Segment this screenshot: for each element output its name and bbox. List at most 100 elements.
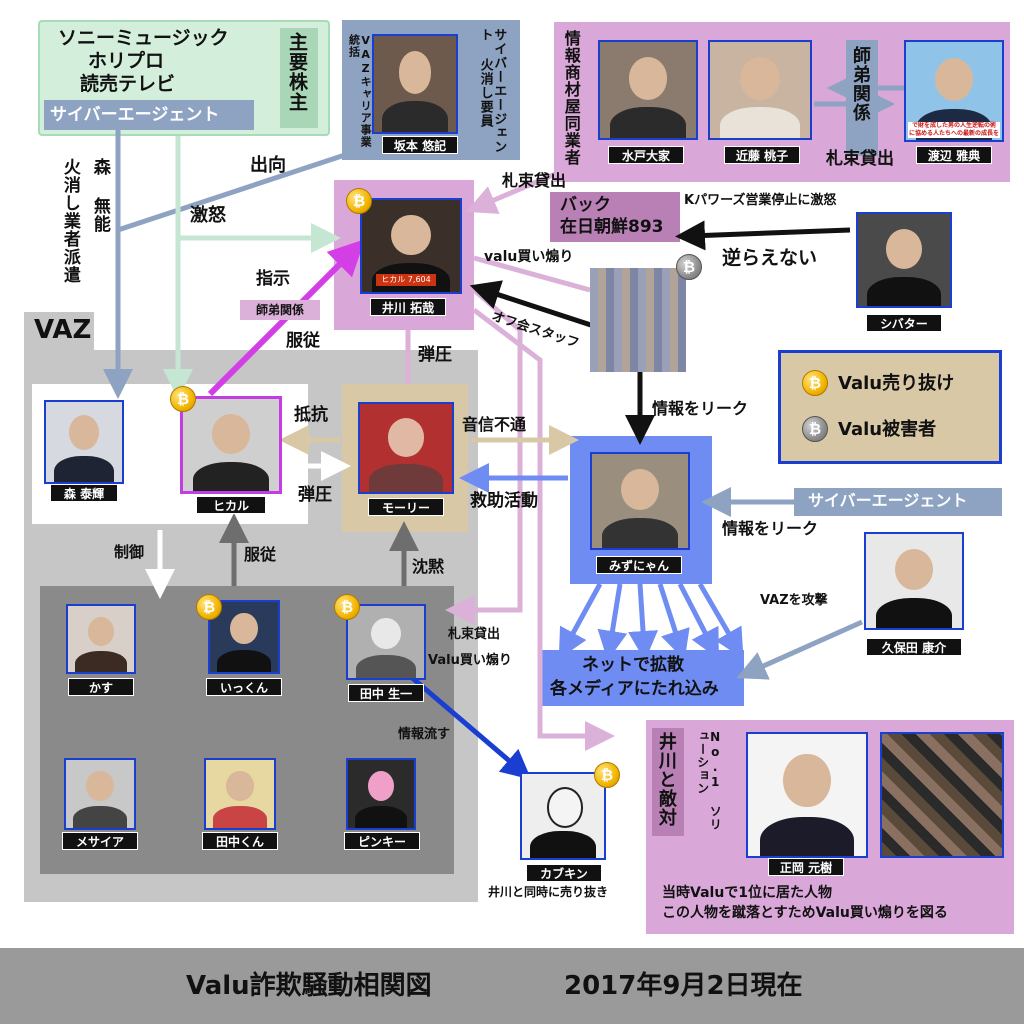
rel-chinmoku: 沈黙 <box>412 557 445 576</box>
shareholder-sony: ソニーミュージック <box>58 27 229 49</box>
ikawa-plate: ヒカル 7,604 <box>376 274 436 286</box>
kubota-photo <box>864 532 964 630</box>
messiah-name: メサイア <box>62 832 138 850</box>
masaoka-photo <box>746 732 868 858</box>
kabukin-photo <box>520 772 606 860</box>
rel-shitei-kankei: 師弟関係 <box>240 300 320 320</box>
sakamoto-role1: サイバーエージェント 火消し要員 <box>477 28 507 154</box>
back-box <box>550 192 680 242</box>
rel-satsutaba-1: 札束貸出 <box>502 171 567 190</box>
rel-kyujo: 救助活動 <box>470 491 538 511</box>
sakamoto-name: 坂本 悠記 <box>382 136 458 154</box>
rel-gekido: 激怒 <box>190 205 226 226</box>
mory-name: モーリー <box>368 498 444 516</box>
title-bar <box>0 948 1024 1024</box>
bitcoin-icon: ₿ <box>594 762 620 788</box>
hikaru-name: ヒカル <box>196 496 266 514</box>
rel-sakaraenai: 逆らえない <box>722 247 818 269</box>
mory-photo <box>358 402 454 494</box>
bitcoin-icon: ₿ <box>802 370 828 396</box>
mizunyan-name: みずにゃん <box>596 556 682 574</box>
enemy-note2: この人物を蹴落とすためValu買い煽りを図る <box>662 905 948 921</box>
bitcoin-icon: ₿ <box>802 416 828 442</box>
kasu-name: かす <box>68 678 134 696</box>
back-line2: 在日朝鮮893 <box>560 217 664 237</box>
shareholder-horipro: ホリプロ <box>88 50 165 72</box>
page-title: Valu詐欺騒動相関図 <box>186 971 432 1001</box>
kabukin-name: カブキン <box>526 864 602 882</box>
info-group-label: 情報商材屋同業者 <box>561 30 581 166</box>
rel-kpowers: Kパワーズ営業停止に激怒 <box>684 193 837 208</box>
tanakakun-name: 田中くん <box>202 832 278 850</box>
rel-info-nagasu: 情報流す <box>398 727 451 742</box>
bitcoin-icon: ₿ <box>170 386 196 412</box>
kondo-photo <box>708 40 812 140</box>
kondo-name: 近藤 桃子 <box>724 146 800 164</box>
crowd-photo <box>880 732 1004 858</box>
rel-dan-atsu-1: 弾圧 <box>418 345 452 365</box>
tanaka-seiichi-photo <box>346 604 426 680</box>
rel-vaz-attack: VAZを攻撃 <box>760 593 828 608</box>
rel-mori-muno: 森 無能 <box>89 158 110 233</box>
legend-seller: Valu売り抜け <box>838 373 955 394</box>
rel-shiji: 指示 <box>256 269 290 289</box>
rel-satsutaba-3: 札束貸出 <box>448 627 501 642</box>
rel-leak-2: 情報をリーク <box>722 519 819 538</box>
watanabe-name: 渡辺 雅典 <box>916 146 992 164</box>
mori-taiki-name: 森 泰輝 <box>50 484 118 502</box>
kubota-name: 久保田 康介 <box>866 638 962 656</box>
back-line1: バック <box>560 195 611 215</box>
ca-right-label: サイバーエージェント <box>808 491 968 510</box>
enemy-no1: No.1 ソリューション <box>695 730 723 831</box>
legend-victim: Valu被害者 <box>838 419 937 440</box>
ikkun-name: いっくん <box>206 678 282 696</box>
watanabe-caption: で財を成した男の人生逆転の術 に協める人たちへの最新の成長を <box>908 122 1000 138</box>
mito-name: 水戸大家 <box>608 146 684 164</box>
tanakakun-photo <box>204 758 276 830</box>
mori-taiki-photo <box>44 400 124 484</box>
mito-photo <box>598 40 698 140</box>
mizunyan-photo <box>590 452 690 550</box>
enemy-note1: 当時Valuで1位に居た人物 <box>662 885 833 901</box>
ca-left-label: サイバーエージェント <box>50 105 220 125</box>
bitcoin-icon: ₿ <box>676 254 702 280</box>
rel-valu-kaiaori: valu買い煽り <box>484 249 574 265</box>
sakamoto-role2: VAZキャリア事業統括 <box>347 34 373 148</box>
bitcoin-icon: ₿ <box>334 594 360 620</box>
rel-fukuju-1: 服従 <box>286 331 320 351</box>
bitcoin-icon: ₿ <box>196 594 222 620</box>
ikawa-name: 井川 拓哉 <box>370 298 446 316</box>
spread-line2: 各メディアにたれ込み <box>550 679 719 699</box>
ikawa-photo: ヒカル 7,604 <box>360 198 462 294</box>
shareholders-label-box <box>280 28 318 128</box>
watanabe-photo: で財を成した男の人生逆転の術 に協める人たちへの最新の成長を <box>904 40 1004 142</box>
vaz-label-box <box>24 312 94 352</box>
page-date: 2017年9月2日現在 <box>564 971 803 1001</box>
pinky-name: ピンキー <box>344 832 420 850</box>
enemy-label: 井川と敵対 <box>655 732 677 827</box>
legend-box <box>778 350 1002 464</box>
shibata-name: シバター <box>866 314 942 332</box>
rel-hikeshi-haken: 火消し業者派遣 <box>59 158 80 284</box>
rel-fukuju-2: 服従 <box>244 545 277 564</box>
shibata-photo <box>856 212 952 308</box>
shareholder-ytv: 読売テレビ <box>80 73 176 95</box>
tanaka-seiichi-name: 田中 生一 <box>348 684 424 702</box>
masaoka-name: 正岡 元樹 <box>768 858 844 876</box>
spread-line1: ネットで拡散 <box>582 655 684 675</box>
ca-left-bar <box>44 100 254 130</box>
major-shareholder-label: 主要株主 <box>285 32 308 112</box>
rel-dan-atsu-2: 弾圧 <box>298 485 332 505</box>
kasu-photo <box>66 604 136 674</box>
rel-seigyo: 制御 <box>114 543 145 561</box>
hikaru-photo <box>180 396 282 494</box>
pinky-photo <box>346 758 416 830</box>
rel-onshin: 音信不通 <box>462 415 527 434</box>
messiah-photo <box>64 758 136 830</box>
rel-teikou: 抵抗 <box>294 405 328 425</box>
rel-valu-kaiaori-2: Valu買い煽り <box>428 653 512 668</box>
enemy-label-box <box>652 728 684 836</box>
bitcoin-icon: ₿ <box>346 188 372 214</box>
ca-right-bar <box>794 488 1002 516</box>
